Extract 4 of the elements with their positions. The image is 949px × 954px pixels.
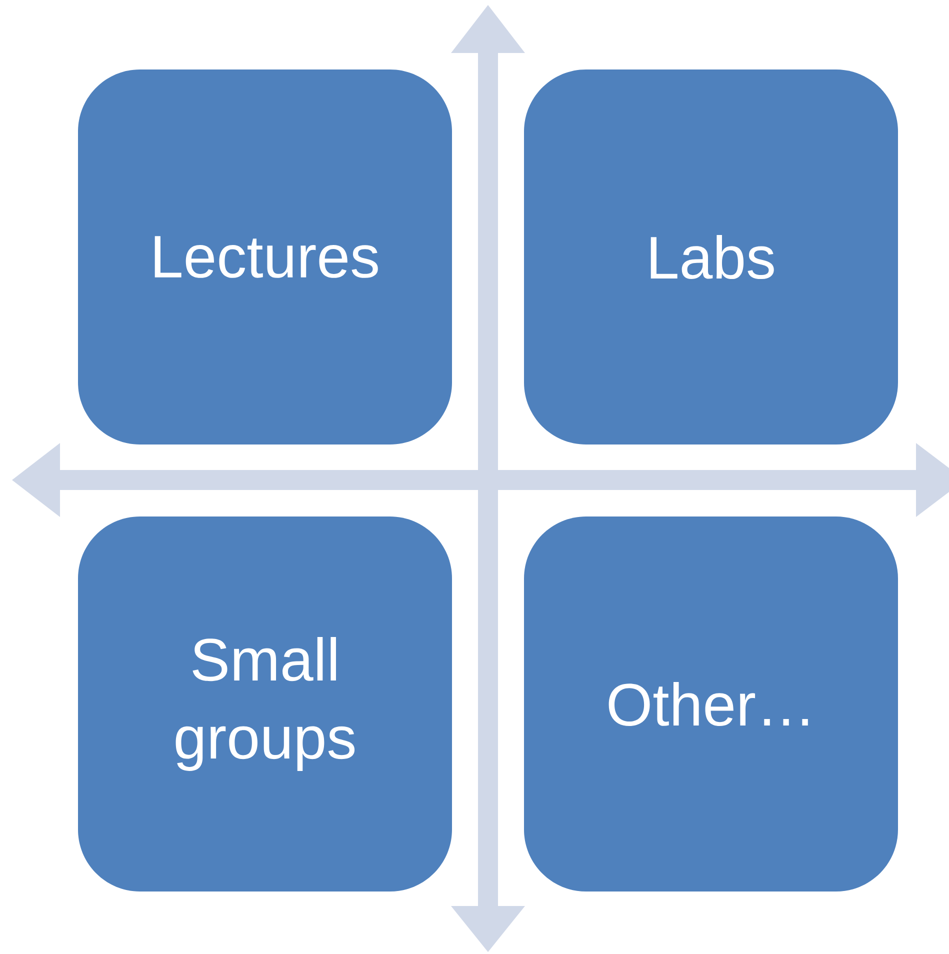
rounded-box: Small groups (78, 516, 452, 892)
rounded-box: Other… (524, 516, 898, 892)
rounded-box: Lectures (78, 70, 452, 444)
rounded-box: Labs (524, 70, 898, 444)
